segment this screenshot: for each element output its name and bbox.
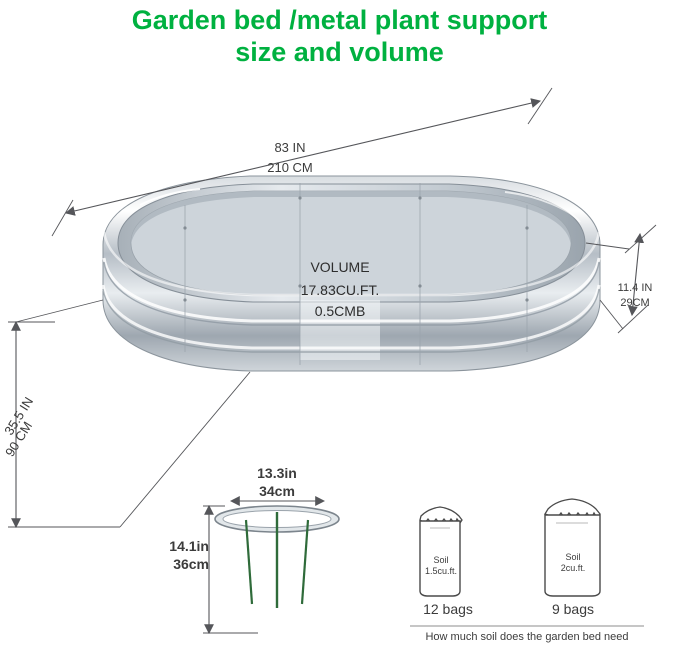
- bed-volume-cubic-feet: 17.83CU.FT.: [300, 282, 380, 298]
- bed-height-cm-label: 29CM: [620, 297, 650, 309]
- page-title: Garden bed /metal plant support size and…: [0, 4, 679, 68]
- plant-support-illustration: [214, 505, 340, 608]
- bed-length-inches-label: 83 IN: [274, 140, 306, 155]
- soil-bag-2-label-line1: Soil: [565, 552, 581, 562]
- soil-bag-2-illustration: [544, 498, 601, 597]
- soil-footnote: How much soil does the garden bed need: [425, 631, 629, 643]
- page-title-line2: size and volume: [235, 37, 444, 67]
- soil-bag-2-count: 9 bags: [551, 601, 595, 617]
- bed-volume-label: VOLUME: [310, 259, 370, 275]
- bed-length-cm-label: 210 CM: [267, 160, 313, 175]
- support-height-inches-label: 14.1in: [169, 538, 209, 554]
- bed-height-inches-label: 11.4 IN: [617, 282, 653, 294]
- soil-bag-2-label-line2: 2cu.ft.: [560, 563, 586, 573]
- soil-bag-1-count: 12 bags: [423, 601, 473, 617]
- page-title-line1: Garden bed /metal plant support: [131, 5, 548, 35]
- bed-volume-cubic-meters: 0.5CMB: [314, 303, 366, 319]
- soil-bag-1-label-line2: 1.5cu.ft.: [424, 566, 458, 576]
- plant-support-dimensions: [203, 496, 326, 635]
- soil-bag-1-illustration: [419, 506, 463, 597]
- support-diameter-inches-label: 13.3in: [257, 465, 297, 481]
- support-diameter-cm-label: 34cm: [259, 483, 295, 499]
- dimension-lines: [8, 87, 657, 529]
- support-height-cm-label: 36cm: [173, 556, 209, 572]
- soil-bag-1-label-line1: Soil: [433, 555, 449, 565]
